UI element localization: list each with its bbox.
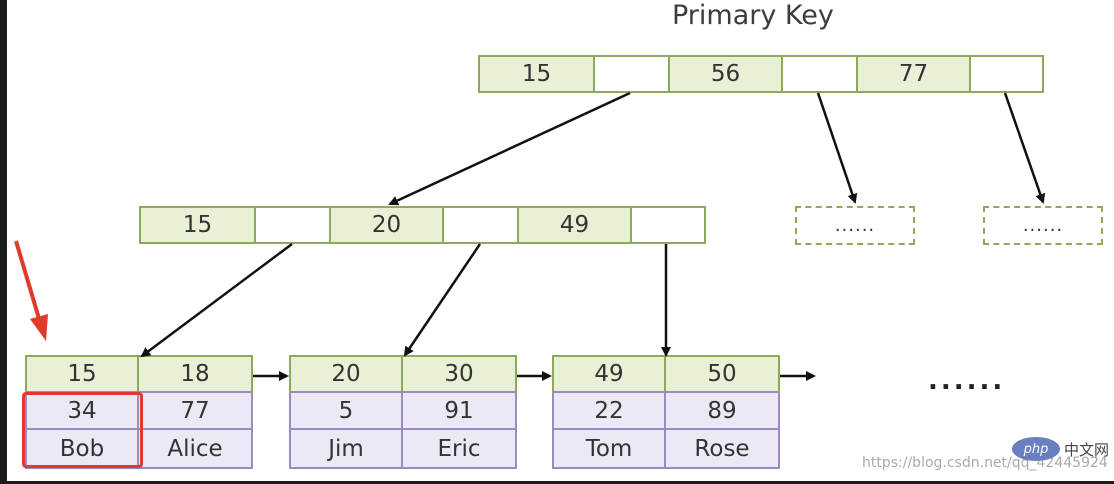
leaf2-key-2: 30 (444, 361, 474, 387)
level2-key-2: 20 (331, 208, 444, 242)
diagram-title: Primary Key (672, 0, 834, 31)
root-key-2: 56 (670, 57, 783, 91)
level2-pointer-1 (256, 208, 331, 242)
php-logo: php (1012, 437, 1060, 461)
root-node: 15 56 77 (478, 55, 1044, 93)
leaf1-key-1: 15 (27, 357, 139, 391)
arrow-root-to-level2 (388, 91, 631, 206)
root-key-1: 15 (480, 57, 595, 91)
leaf2-name-2: Eric (437, 435, 481, 462)
placeholder-node-1: ...... (795, 206, 915, 245)
leaf2-key-1: 20 (291, 357, 403, 391)
level2-key-3: 49 (519, 208, 632, 242)
level2-key-1: 15 (141, 208, 256, 242)
level2-node: 15 20 49 (139, 206, 706, 244)
leaf3-name-1: Tom (554, 430, 666, 467)
more-leaves-ellipsis: ...... (928, 366, 1006, 396)
arrow-indicator-icon (14, 240, 48, 341)
php-site-name: 中文网 (1064, 441, 1110, 459)
window-left-edge (0, 0, 7, 484)
arrow-root-to-placeholder-1 (816, 92, 858, 204)
leaf-node-2: 20 30 5 91 Jim Eric (289, 355, 517, 469)
leaf1-id-1: 34 (27, 393, 139, 428)
arrow-level2-to-leaf-2 (403, 243, 482, 357)
highlight-box (22, 392, 143, 468)
leaf2-id-2: 91 (444, 397, 474, 424)
leaf1-name-2: Alice (167, 435, 223, 462)
leaf-node-3: 49 50 22 89 Tom Rose (552, 355, 780, 469)
leaf-node-1: 15 18 34 77 Bob Alice (25, 355, 253, 469)
root-pointer-3 (971, 57, 1042, 91)
root-pointer-2 (783, 57, 858, 91)
leaf1-name-1: Bob (27, 430, 139, 467)
leaf1-id-2: 77 (180, 397, 210, 424)
leaf3-name-2: Rose (694, 435, 750, 462)
root-pointer-1 (595, 57, 670, 91)
placeholder-node-2: ...... (983, 206, 1103, 245)
leaf3-key-2: 50 (707, 361, 737, 387)
level2-pointer-3 (632, 208, 704, 242)
leaf1-key-2: 18 (180, 361, 210, 387)
root-key-3: 77 (858, 57, 971, 91)
leaf2-name-1: Jim (291, 430, 403, 467)
leaf2-id-1: 5 (291, 393, 403, 428)
leaf3-key-1: 49 (554, 357, 666, 391)
arrow-level2-to-leaf-1 (140, 242, 293, 358)
leaf3-id-2: 89 (707, 397, 737, 424)
leaf3-id-1: 22 (554, 393, 666, 428)
level2-pointer-2 (444, 208, 519, 242)
arrow-root-to-placeholder-2 (1003, 92, 1046, 204)
window-bottom-edge (0, 481, 1114, 484)
